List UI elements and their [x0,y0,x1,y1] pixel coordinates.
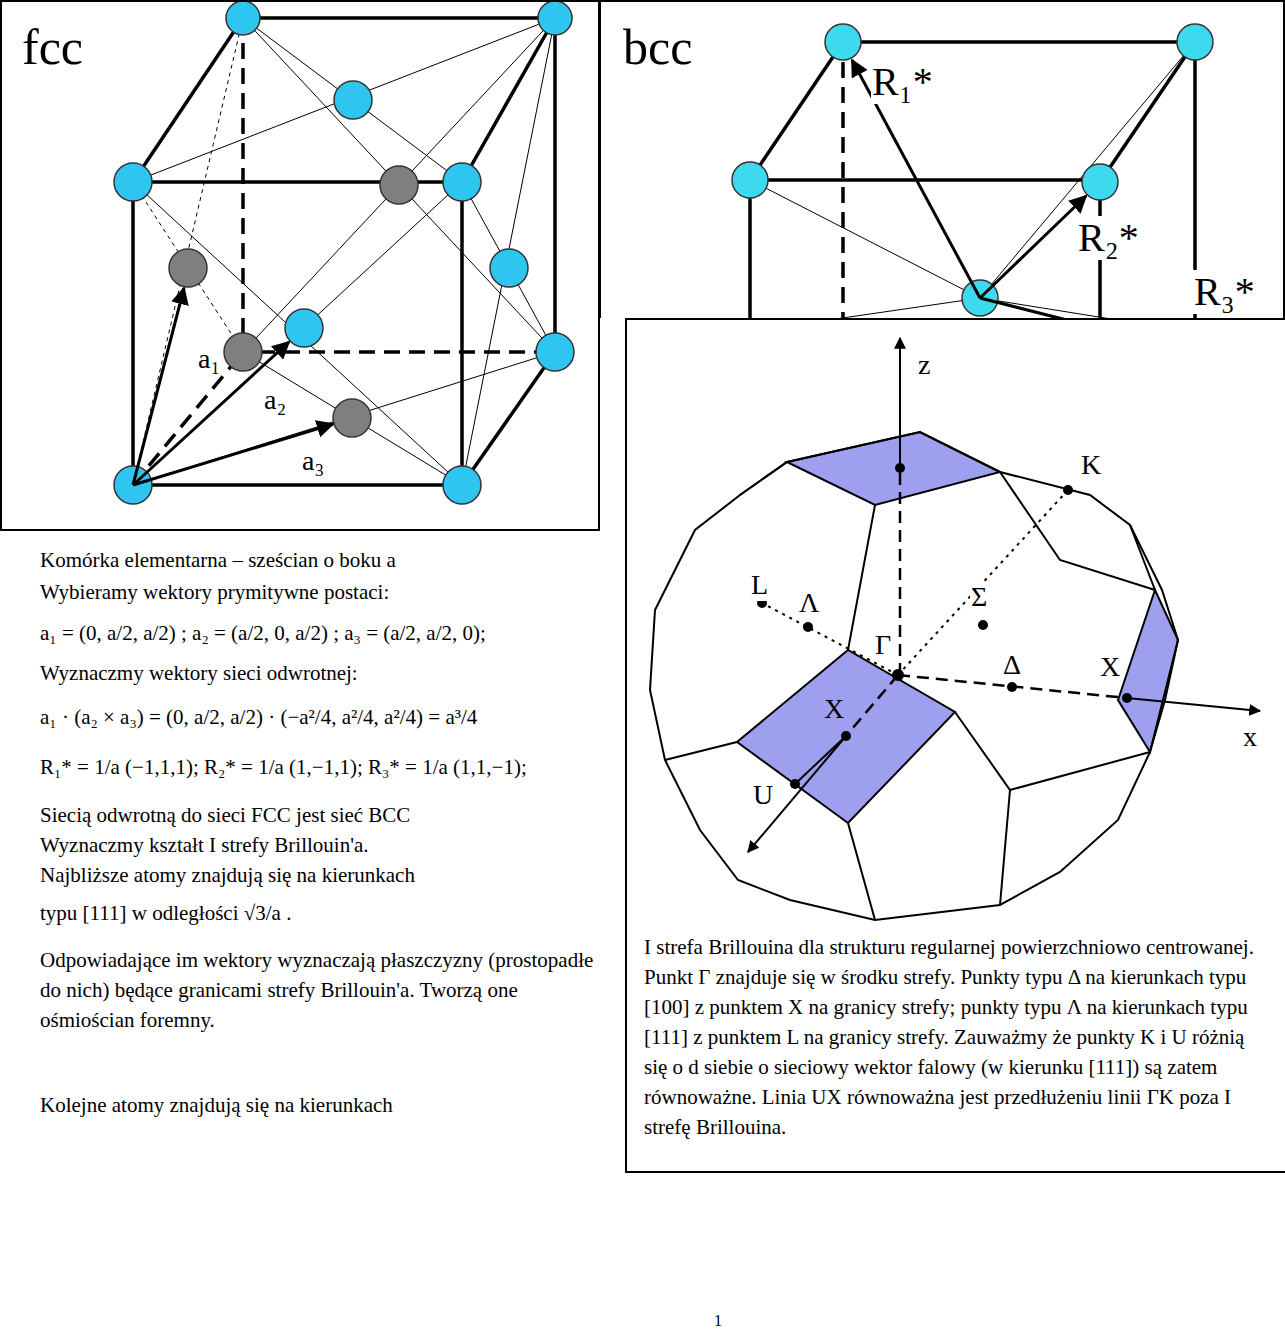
zone-faces [737,432,1178,823]
brillouin-zone [650,338,1260,920]
fcc-atoms [114,1,574,504]
vector-label: R₁* [871,60,934,104]
point [803,622,813,632]
point [841,731,851,741]
vector-label: a₁ [198,344,220,375]
text-line: a₁ = (0, a/2, a/2) ; a₂ = (a/2, 0, a/2) … [40,618,486,648]
atom [285,309,323,347]
reciprocal-vectors [852,60,1165,345]
text-line: Siecią odwrotną do sieci FCC jest sieć B… [40,800,410,830]
point [1122,693,1132,703]
hidden-edges [133,18,555,485]
vector-arrow [852,60,980,298]
primitive-vectors [133,288,333,485]
text-line: Wyznaczmy kształt I strefy Brillouin'a. [40,830,369,860]
panel-heading: bcc [623,20,692,75]
atom [1082,164,1118,200]
atom [333,399,371,437]
hidden-edges [841,62,845,340]
vector-arrow [133,288,184,485]
panel-ground [625,318,1284,1172]
symmetry-points [757,463,1132,789]
atom [380,166,418,204]
point-label: Λ [798,588,820,619]
thin-lines [750,42,1195,330]
text-line: Wybieramy wektory prymitywne postaci: [40,577,389,607]
text-line: Wyznaczmy wektory sieci odwrotnej: [40,658,358,688]
zone-edges [665,462,1155,920]
fcc-cube [133,18,555,485]
bcc-cube [750,42,1195,340]
atom [1177,24,1213,60]
hidden-diagonals [133,18,243,485]
text-line: typu [111] w odległości √3/a . [40,898,291,928]
atom [334,81,372,119]
zone-outline [650,432,1178,920]
panel-heading: fcc [22,20,83,75]
figure-panel: bccR₁* R₂* R₃* [599,0,1285,318]
text-line: a₁ · (a₂ × a₃) = (0, a/2, a/2) · (−a²/4,… [40,702,477,732]
atom [224,333,262,371]
vector-label: a₂ [264,385,286,416]
point-label: K [1080,450,1102,481]
text-line: Komórka elementarna – sześcian o boku a [40,545,396,575]
atom [825,24,861,60]
text-line: 1 [714,1306,722,1335]
figure-caption: I strefa Brillouina dla strukturu regula… [644,932,1272,1142]
axis-arrow [1127,698,1260,711]
point [1007,682,1017,692]
point [790,779,800,789]
vector-arrow [133,342,289,485]
point [895,463,905,473]
dotted-lines [762,490,1068,675]
point [892,669,904,681]
point [1063,485,1073,495]
point [978,620,988,630]
figure-panel: fcc a₁ a₂ a₃ [0,0,600,531]
point-label: Γ [874,630,892,661]
atom [114,163,152,201]
cube-edges [133,18,555,485]
vector-arrow [133,424,333,485]
axis-arrow [748,736,846,852]
atom [536,333,574,371]
atom [732,162,768,198]
axis-label: z [917,350,931,381]
text-line: R₁* = 1/a (−1,1,1); R₂* = 1/a (1,−1,1); … [40,752,527,782]
atom [490,249,528,287]
figure-panel: zK L Σ Λ Γ Δ X X Ux I strefa Brillouina dla struk… [625,318,1285,1173]
atom [443,163,481,201]
point-label: U [752,780,774,811]
axis-arrow [899,338,901,468]
atom [538,1,572,35]
vector-label: R₂* [1077,216,1140,260]
vector-label: a₃ [302,446,324,477]
point-label: Δ [1002,650,1022,681]
point-label: X [1099,652,1121,683]
text-line: Najbliższe atomy znajdują się na kierunk… [40,860,415,890]
bcc-atoms [732,24,1213,316]
text-line: Odpowiadające im wektory wyznaczają płas… [40,945,615,1035]
axis-label: x [1242,722,1258,753]
atom [226,1,260,35]
vector-arrow [980,196,1086,298]
vector-label: R₃* [1193,270,1256,314]
point-label: X [824,694,844,725]
line-xu [795,736,846,784]
text-line: Kolejne atomy znajdują się na kierunkach [40,1090,393,1120]
point-label: L [750,570,769,601]
point-label: Σ [970,582,988,613]
atom [169,249,207,287]
face-diagonals [133,18,555,485]
dashed-axes [846,468,1127,736]
atom [443,466,481,504]
cube-edges [750,42,1195,340]
